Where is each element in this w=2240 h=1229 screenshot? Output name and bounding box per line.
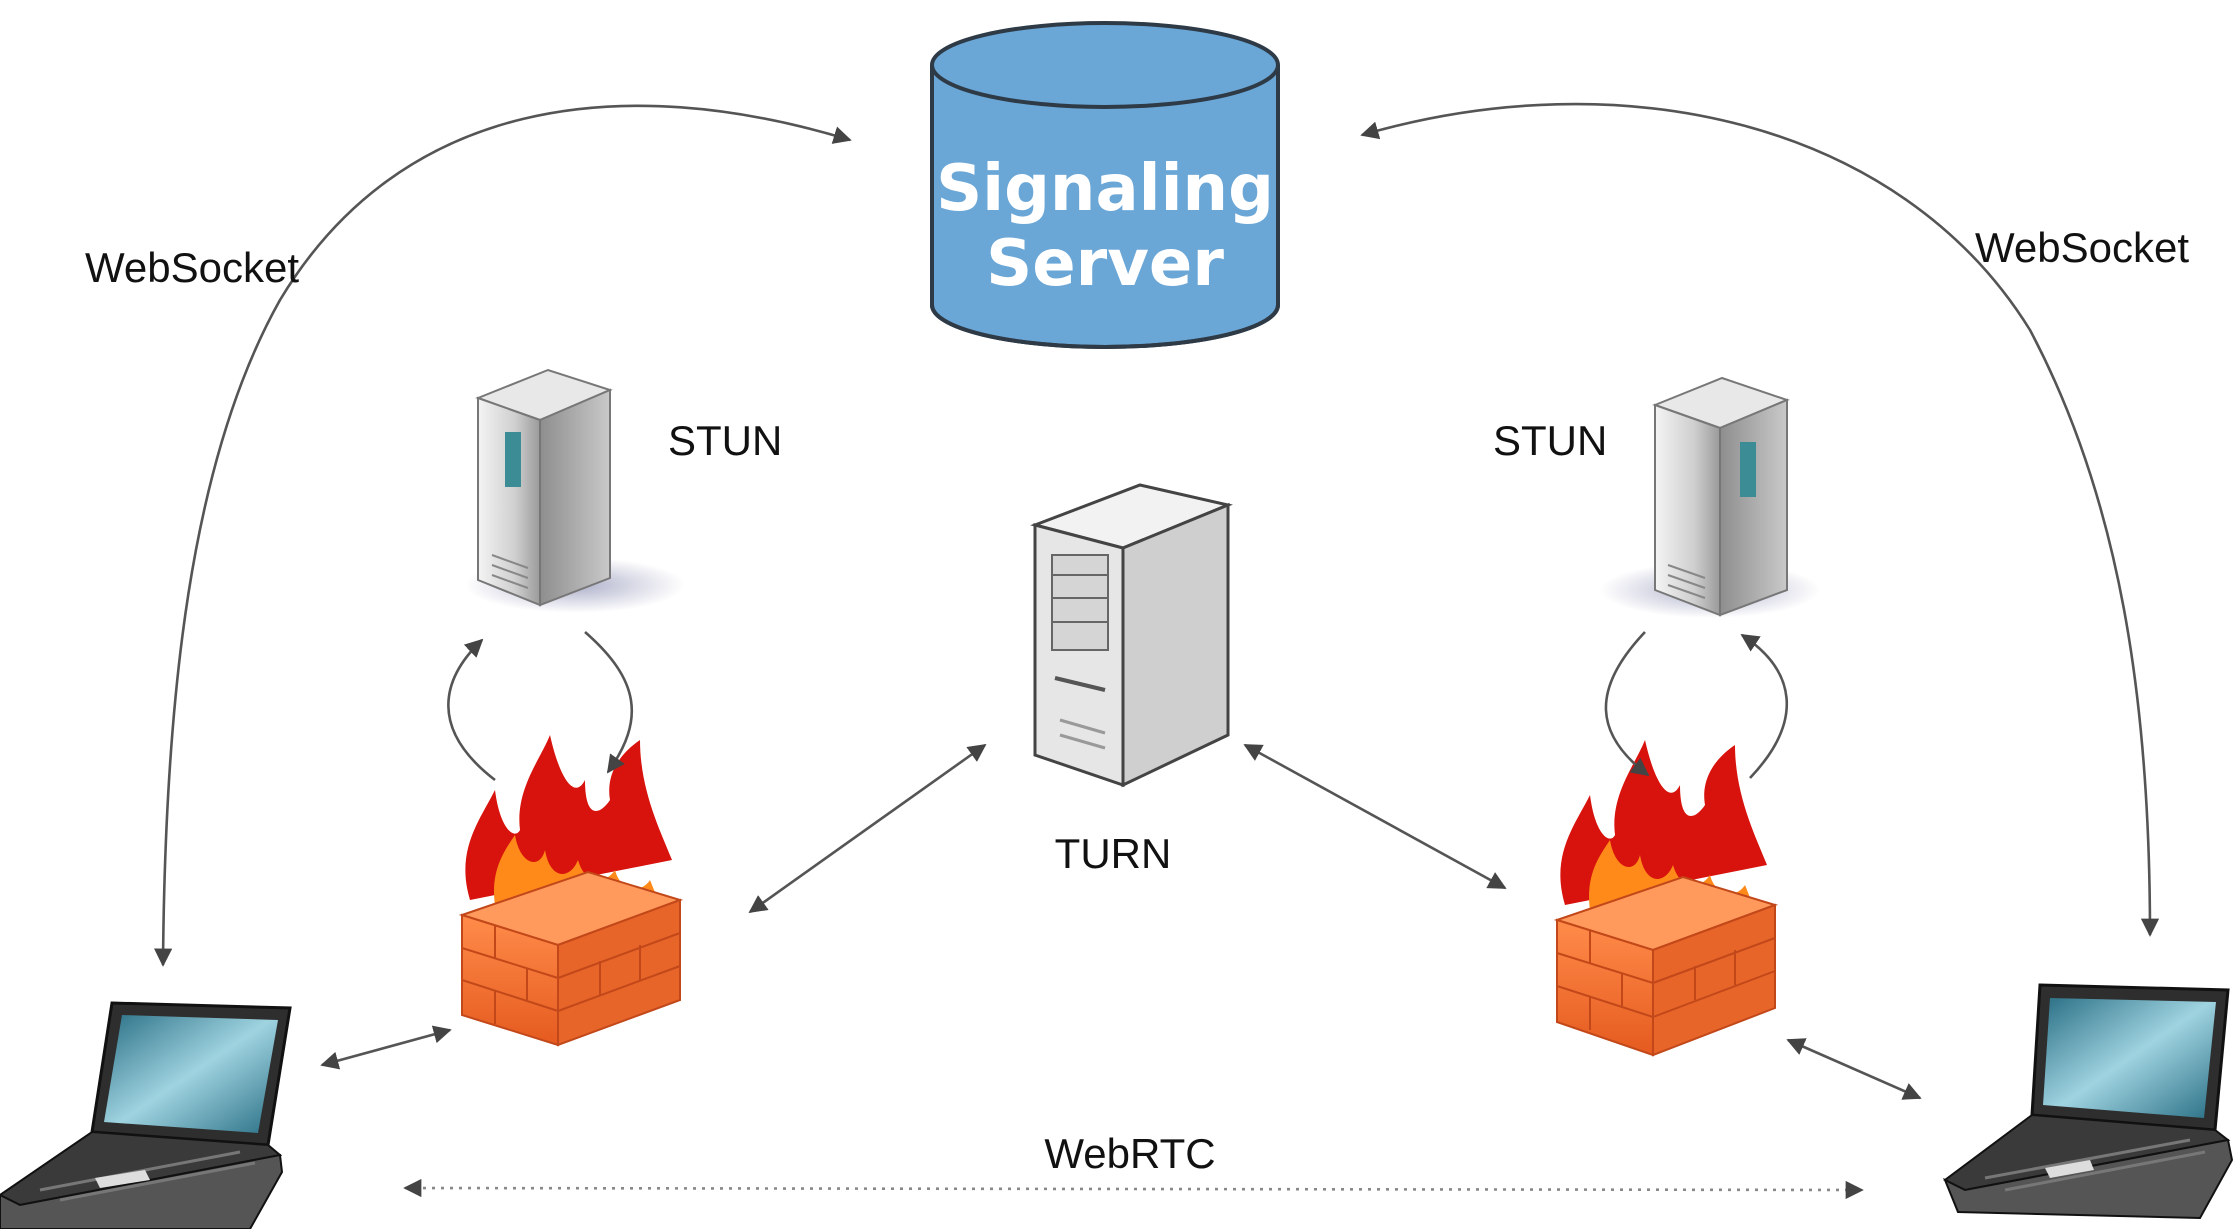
stun-right-response-arrow: [1604, 631, 1650, 777]
turn-firewall-left-arrow: [748, 743, 987, 914]
signaling-server-label-line1: Signaling: [936, 152, 1274, 226]
laptop-firewall-left-arrow: [320, 1025, 452, 1070]
signaling-server-label-line2: Server: [986, 227, 1224, 301]
stun-server-right-icon: [1600, 376, 1820, 618]
websocket-left-label: WebSocket: [85, 244, 299, 291]
turn-server-icon: [1030, 483, 1233, 788]
firewall-right-icon: [1553, 740, 1779, 1057]
turn-firewall-right-arrow: [1243, 743, 1507, 890]
webrtc-label: WebRTC: [1044, 1130, 1215, 1177]
turn-label: TURN: [1055, 830, 1172, 877]
stun-left-response-arrow: [584, 631, 634, 774]
stun-left-request-arrow: [447, 638, 496, 782]
stun-server-left-icon: [465, 368, 685, 613]
signaling-server-icon: [930, 21, 1280, 349]
laptop-left-icon: [0, 1001, 292, 1229]
webrtc-peer-link: [403, 1178, 1864, 1200]
stun-right-label: STUN: [1493, 417, 1607, 464]
laptop-right-icon: [1943, 983, 2234, 1220]
laptop-firewall-right-arrow: [1786, 1038, 1922, 1100]
firewall-left-icon: [458, 735, 684, 1047]
websocket-left-arrow: [154, 104, 852, 967]
websocket-right-arrow: [1360, 102, 2160, 937]
websocket-right-label: WebSocket: [1975, 224, 2189, 271]
stun-right-request-arrow: [1740, 633, 1788, 779]
stun-left-label: STUN: [668, 417, 782, 464]
